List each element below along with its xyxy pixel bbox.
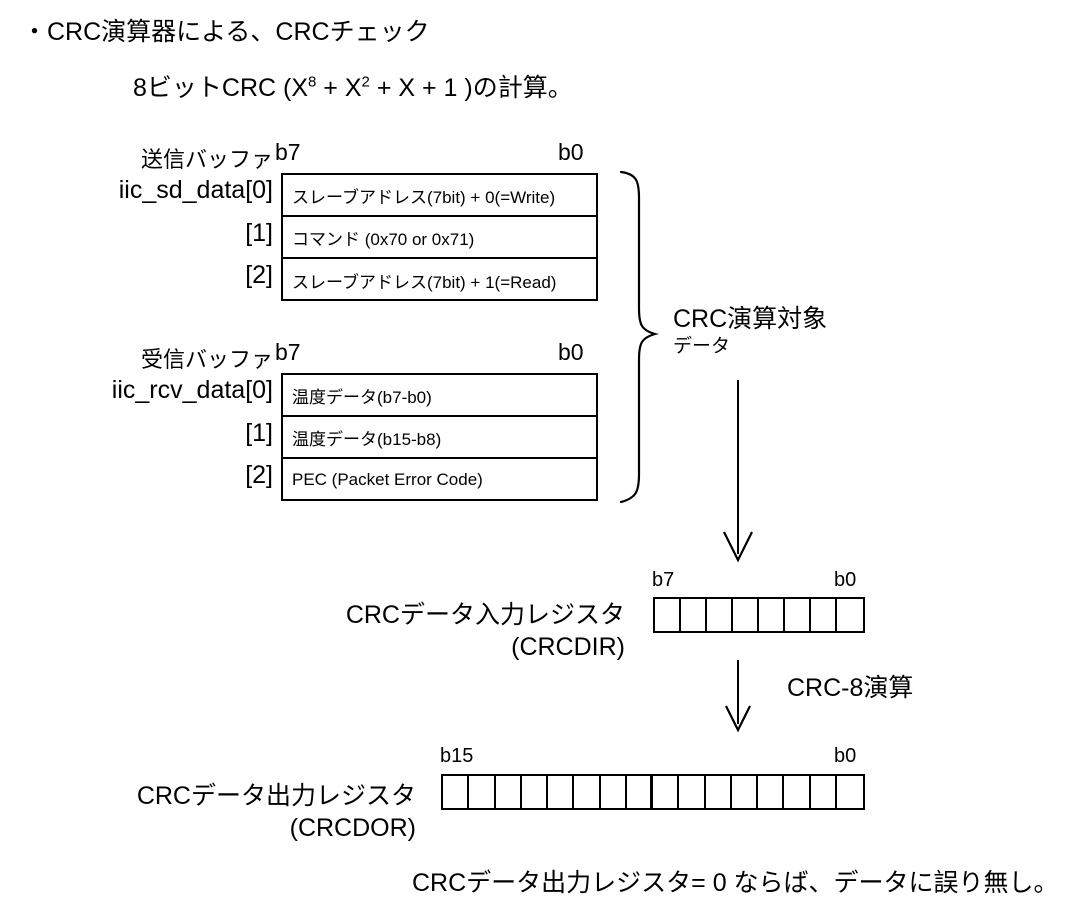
register-bit-cell <box>837 599 863 631</box>
recv-buffer-row-0-text: 温度データ(b7-b0) <box>292 387 432 407</box>
table-row: 温度データ(b15-b8) <box>283 417 596 459</box>
crc-target-label-line2: データ <box>673 336 731 357</box>
table-row: スレーブアドレス(7bit) + 1(=Read) <box>283 259 596 301</box>
formula-exponent-8: 8 <box>308 73 317 91</box>
register-bit-cell <box>574 776 601 808</box>
send-buffer-name: iic_sd_data[0] <box>118 176 273 204</box>
register-bit-cell <box>785 599 811 631</box>
crcdor-bit-lsb-label: b0 <box>834 745 857 767</box>
register-bit-cell <box>496 776 522 808</box>
register-bit-cell <box>601 776 627 808</box>
register-bit-cell <box>653 776 680 808</box>
recv-buffer-title: 受信バッファ <box>140 347 273 372</box>
register-bit-cell <box>681 599 707 631</box>
recv-buffer-index-1: [1] <box>245 419 273 447</box>
recv-buffer-table: 温度データ(b7-b0) 温度データ(b15-b8) PEC (Packet E… <box>281 373 598 501</box>
crc8-operation-label: CRC-8演算 <box>787 674 914 702</box>
crc-formula: 8ビットCRC (X8 + X2 + X + 1 )の計算。 <box>133 74 573 103</box>
crcdir-label-line1: CRCデータ入力レジスタ <box>345 601 625 629</box>
arrow-down-to-crcdor-icon <box>725 660 751 733</box>
register-bit-cell <box>758 776 785 808</box>
formula-tail: + X + 1 )の計算。 <box>369 74 573 102</box>
crcdir-label-line2: (CRCDIR) <box>511 633 625 661</box>
formula-prefix: 8ビットCRC (X <box>133 74 309 102</box>
send-buffer-bit-msb-label: b7 <box>275 139 301 165</box>
table-row: PEC (Packet Error Code) <box>283 459 596 501</box>
register-bit-cell <box>522 776 548 808</box>
recv-buffer-bit-lsb-label: b0 <box>558 339 584 365</box>
crcdor-bit-msb-label: b15 <box>440 745 474 767</box>
crcdor-label-line1: CRCデータ出力レジスタ <box>136 782 416 810</box>
formula-exponent-2: 2 <box>361 73 370 91</box>
recv-buffer-name: iic_rcv_data[0] <box>111 376 273 404</box>
crc-target-label-line1: CRC演算対象 <box>673 305 828 333</box>
register-bit-cell <box>811 599 837 631</box>
crcdir-bit-msb-label: b7 <box>652 569 675 591</box>
crcdir-bit-lsb-label: b0 <box>834 569 857 591</box>
register-bit-cell <box>733 599 759 631</box>
crc-target-brace-icon <box>619 170 659 504</box>
register-bit-cell <box>627 776 653 808</box>
crcdor-label-line2: (CRCDOR) <box>289 814 416 842</box>
register-bit-cell <box>679 776 706 808</box>
recv-buffer-row-1-text: 温度データ(b15-b8) <box>292 429 442 449</box>
crcdir-register-cells <box>653 597 865 633</box>
send-buffer-row-2-text: スレーブアドレス(7bit) + 1(=Read) <box>292 272 557 292</box>
register-bit-cell <box>837 776 863 808</box>
table-row: スレーブアドレス(7bit) + 0(=Write) <box>283 175 596 217</box>
table-row: コマンド (0x70 or 0x71) <box>283 217 596 259</box>
table-row: 温度データ(b7-b0) <box>283 375 596 417</box>
send-buffer-index-1: [1] <box>245 219 273 247</box>
register-bit-cell <box>706 776 732 808</box>
send-buffer-table: スレーブアドレス(7bit) + 0(=Write) コマンド (0x70 or… <box>281 173 598 301</box>
register-bit-cell <box>548 776 575 808</box>
register-bit-cell <box>759 599 785 631</box>
send-buffer-title: 送信バッファ <box>140 147 273 172</box>
register-bit-cell <box>732 776 758 808</box>
recv-buffer-bit-msb-label: b7 <box>275 339 301 365</box>
page-title: ・CRC演算器による、CRCチェック <box>22 18 430 46</box>
register-bit-cell <box>784 776 811 808</box>
send-buffer-row-0-text: スレーブアドレス(7bit) + 0(=Write) <box>292 187 556 207</box>
recv-buffer-index-2: [2] <box>245 461 273 489</box>
recv-buffer-row-2-text: PEC (Packet Error Code) <box>292 470 483 489</box>
send-buffer-index-2: [2] <box>245 261 273 289</box>
register-bit-cell <box>811 776 837 808</box>
register-bit-cell <box>655 599 681 631</box>
send-buffer-row-1-text: コマンド (0x70 or 0x71) <box>292 229 475 249</box>
crcdor-register-cells <box>441 774 865 810</box>
register-bit-cell <box>707 599 733 631</box>
register-bit-cell <box>443 776 470 808</box>
send-buffer-bit-lsb-label: b0 <box>558 139 584 165</box>
register-bit-cell <box>469 776 496 808</box>
formula-middle: + X <box>316 74 362 102</box>
conclusion-text: CRCデータ出力レジスタ= 0 ならば、データに誤り無し。 <box>412 869 1059 897</box>
arrow-down-to-crcdir-icon <box>723 380 753 563</box>
